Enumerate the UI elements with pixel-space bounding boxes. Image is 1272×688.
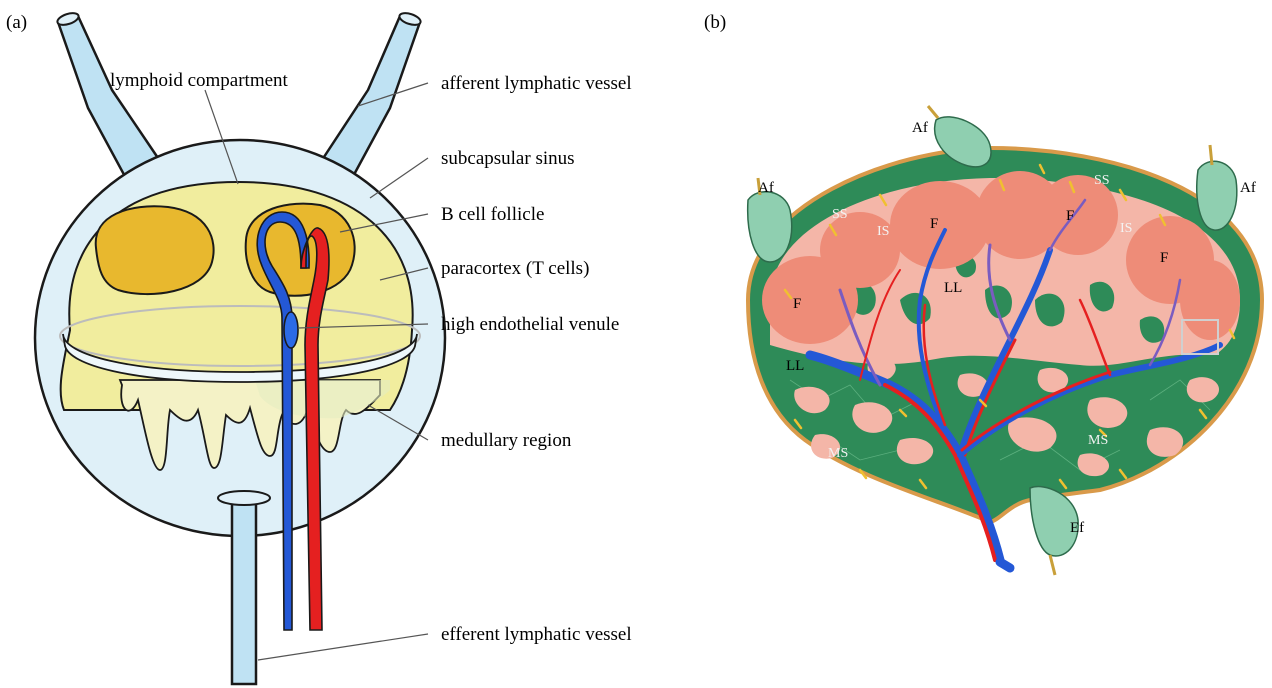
afferent-vessel-left	[56, 11, 158, 182]
panel-b: (b)	[704, 12, 1262, 575]
label-ms-left: MS	[828, 446, 848, 461]
label-f1: F	[930, 216, 938, 232]
label-b-cell-follicle: B cell follicle	[441, 204, 544, 225]
label-af-left: Af	[758, 180, 774, 196]
label-af-right: Af	[1240, 180, 1256, 196]
label-efferent-vessel: efferent lymphatic vessel	[441, 624, 632, 645]
label-f3: F	[1160, 250, 1168, 266]
label-af-top: Af	[912, 120, 928, 136]
label-ll-center: LL	[944, 280, 962, 296]
label-subcapsular-sinus: subcapsular sinus	[441, 148, 575, 169]
panel-a: (a)	[6, 11, 632, 684]
label-ll-left: LL	[786, 358, 804, 374]
panel-b-tag: (b)	[704, 12, 726, 33]
label-ss-left: SS	[832, 207, 848, 222]
label-is-left: IS	[877, 224, 889, 239]
afferent-vessel-right	[322, 11, 422, 182]
afferent-vessel-right-b	[1197, 145, 1237, 230]
panel-a-tag: (a)	[6, 12, 27, 33]
label-paracortex: paracortex (T cells)	[441, 258, 589, 279]
label-ms-right: MS	[1088, 433, 1108, 448]
label-ss-right: SS	[1094, 173, 1110, 188]
label-medullary-region: medullary region	[441, 430, 572, 451]
label-afferent-vessel: afferent lymphatic vessel	[441, 73, 632, 94]
follicle-7	[1180, 260, 1240, 340]
b-cell-follicle-left	[96, 206, 214, 294]
label-f4: F	[793, 296, 801, 312]
label-high-endothelial-venule: high endothelial venule	[441, 314, 619, 335]
label-is-right: IS	[1120, 221, 1132, 236]
follicle-3	[890, 181, 990, 269]
label-ef: Ef	[1070, 520, 1084, 536]
label-lymphoid-compartment: lymphoid compartment	[110, 70, 289, 91]
label-f2: F	[1066, 208, 1074, 224]
